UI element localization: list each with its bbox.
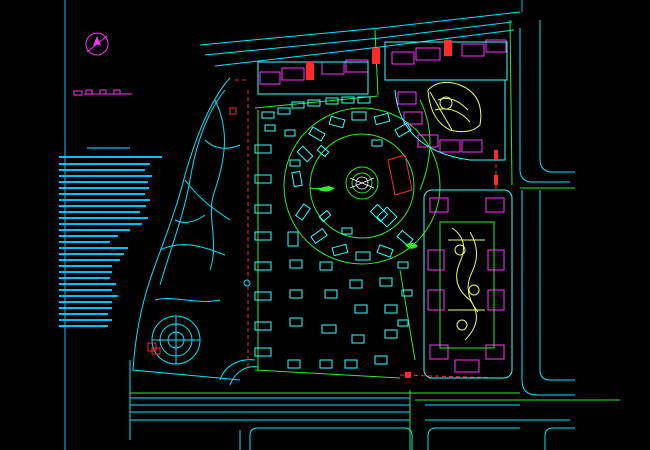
central-plaza [349, 176, 375, 190]
west-column-buildings [254, 96, 371, 369]
east-block-outline [423, 189, 513, 379]
west-park [132, 77, 259, 386]
legend-text-block [59, 147, 162, 327]
ne-garden [427, 81, 482, 133]
landscape-green [318, 186, 418, 249]
south-buildings [319, 261, 413, 369]
east-garden [448, 227, 485, 341]
central-red-building [369, 154, 413, 223]
red-markers [306, 40, 498, 378]
central-ring [254, 95, 441, 379]
ring-buildings [291, 111, 414, 261]
west-park-pavilion [147, 107, 237, 355]
site-boundary [235, 79, 501, 379]
roads [129, 11, 575, 450]
site-label-block [73, 89, 132, 96]
compass-north-arrow [85, 32, 109, 56]
east-apartments [427, 197, 505, 373]
property-lines [130, 19, 620, 450]
